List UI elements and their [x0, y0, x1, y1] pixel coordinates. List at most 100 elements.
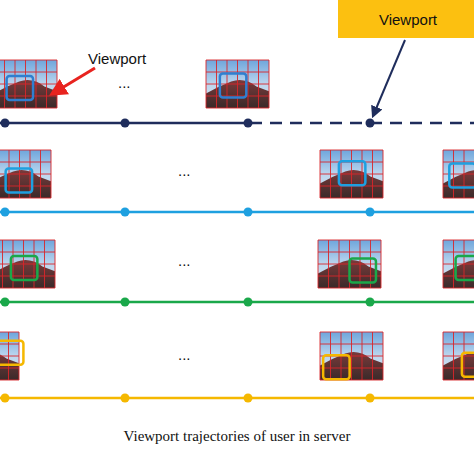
- viewport-rect: [220, 74, 246, 98]
- time-point: [1, 394, 10, 403]
- panorama-frame: [206, 60, 269, 108]
- panorama-frame: [320, 150, 383, 198]
- time-point: [121, 119, 130, 128]
- box-text: Viewport: [379, 11, 437, 28]
- tile-grid: [0, 332, 19, 333]
- viewport-rect: [6, 168, 32, 192]
- time-point: [121, 298, 130, 307]
- viewport-rect: [11, 256, 37, 280]
- time-point: [366, 119, 375, 128]
- frame-sky: [320, 332, 383, 380]
- frame-hill: [443, 170, 474, 198]
- tile-grid: [443, 276, 474, 277]
- time-point: [121, 394, 130, 403]
- frame-sky: [0, 240, 55, 288]
- ellipsis: ...: [178, 162, 191, 179]
- tile-grid: [0, 380, 19, 381]
- highlight-box: Viewport: [338, 0, 474, 38]
- timelines: [0, 119, 474, 403]
- viewport-rect: [339, 161, 365, 185]
- panorama-frame: [320, 332, 383, 380]
- tile-grid: [443, 198, 474, 199]
- tile-grid: [0, 162, 51, 163]
- tile-grid: [443, 288, 474, 289]
- tile-grid: [443, 240, 474, 241]
- panorama-frame: [0, 60, 57, 108]
- ellipsis: ...: [178, 252, 191, 269]
- tile-grid: [206, 72, 269, 73]
- tile-grid: [0, 264, 55, 265]
- callout-label: Viewport: [88, 50, 146, 67]
- viewport-rect: [449, 164, 474, 188]
- frame-sky: [206, 60, 269, 108]
- tile-grid: [0, 60, 57, 61]
- time-point: [244, 298, 253, 307]
- panorama-frame: [443, 240, 474, 288]
- tile-grid: [443, 380, 474, 381]
- time-point: [244, 208, 253, 217]
- frame-sky: [443, 240, 474, 288]
- tile-grid: [320, 174, 383, 175]
- time-point: [244, 119, 253, 128]
- time-point: [121, 208, 130, 217]
- tile-grid: [318, 288, 381, 289]
- time-point: [1, 119, 10, 128]
- tile-grid: [0, 96, 57, 97]
- leader-arrow: [52, 68, 95, 94]
- time-point: [244, 394, 253, 403]
- caption: Viewport trajectories of user in server: [0, 428, 474, 445]
- timeline: [0, 301, 474, 304]
- panorama-frame: [318, 240, 381, 288]
- tile-grid: [0, 72, 57, 73]
- frame-sky: [443, 150, 474, 198]
- panorama-frame: [443, 150, 474, 198]
- tile-grid: [320, 344, 383, 345]
- panorama-frame: [0, 240, 55, 288]
- viewport-rect: [456, 256, 474, 280]
- tile-grid: [443, 150, 474, 151]
- tile-grid: [0, 356, 19, 357]
- frame-sky: [320, 150, 383, 198]
- tile-grid: [0, 108, 57, 109]
- tile-grid: [318, 252, 381, 253]
- tile-grid: [443, 252, 474, 253]
- tile-grid: [443, 344, 474, 345]
- viewport-rect: [7, 76, 33, 100]
- tile-grid: [443, 368, 474, 369]
- tile-grid: [0, 84, 57, 85]
- tile-grid: [0, 174, 51, 175]
- viewport-rect: [350, 258, 376, 282]
- panorama-frame: [0, 150, 51, 198]
- tile-grid: [320, 150, 383, 151]
- frame-sky: [0, 60, 57, 108]
- tile-grid: [0, 344, 19, 345]
- tile-grid: [0, 198, 51, 199]
- frame-hill: [0, 260, 55, 288]
- leader-arrow: [373, 40, 405, 116]
- frame-sky: [0, 332, 19, 380]
- tile-grid: [320, 332, 383, 333]
- timeline: [0, 211, 474, 214]
- timeline-dashed: [250, 122, 474, 125]
- ellipsis: ...: [178, 346, 191, 363]
- frame-sky: [443, 332, 474, 380]
- tile-grid: [0, 276, 55, 277]
- tile-grid: [443, 356, 474, 357]
- tile-grid: [443, 174, 474, 175]
- tile-grid: [318, 240, 381, 241]
- viewport-rect: [462, 353, 474, 377]
- frame-hill: [0, 170, 51, 198]
- tile-grid: [206, 84, 269, 85]
- time-point: [1, 208, 10, 217]
- tile-grid: [443, 264, 474, 265]
- time-point: [366, 208, 375, 217]
- tile-grid: [320, 198, 383, 199]
- time-point: [366, 298, 375, 307]
- frame-hill: [443, 260, 474, 288]
- tile-grid: [0, 252, 55, 253]
- ellipsis: ...: [118, 74, 131, 91]
- tile-grid: [0, 288, 55, 289]
- tile-grid: [206, 108, 269, 109]
